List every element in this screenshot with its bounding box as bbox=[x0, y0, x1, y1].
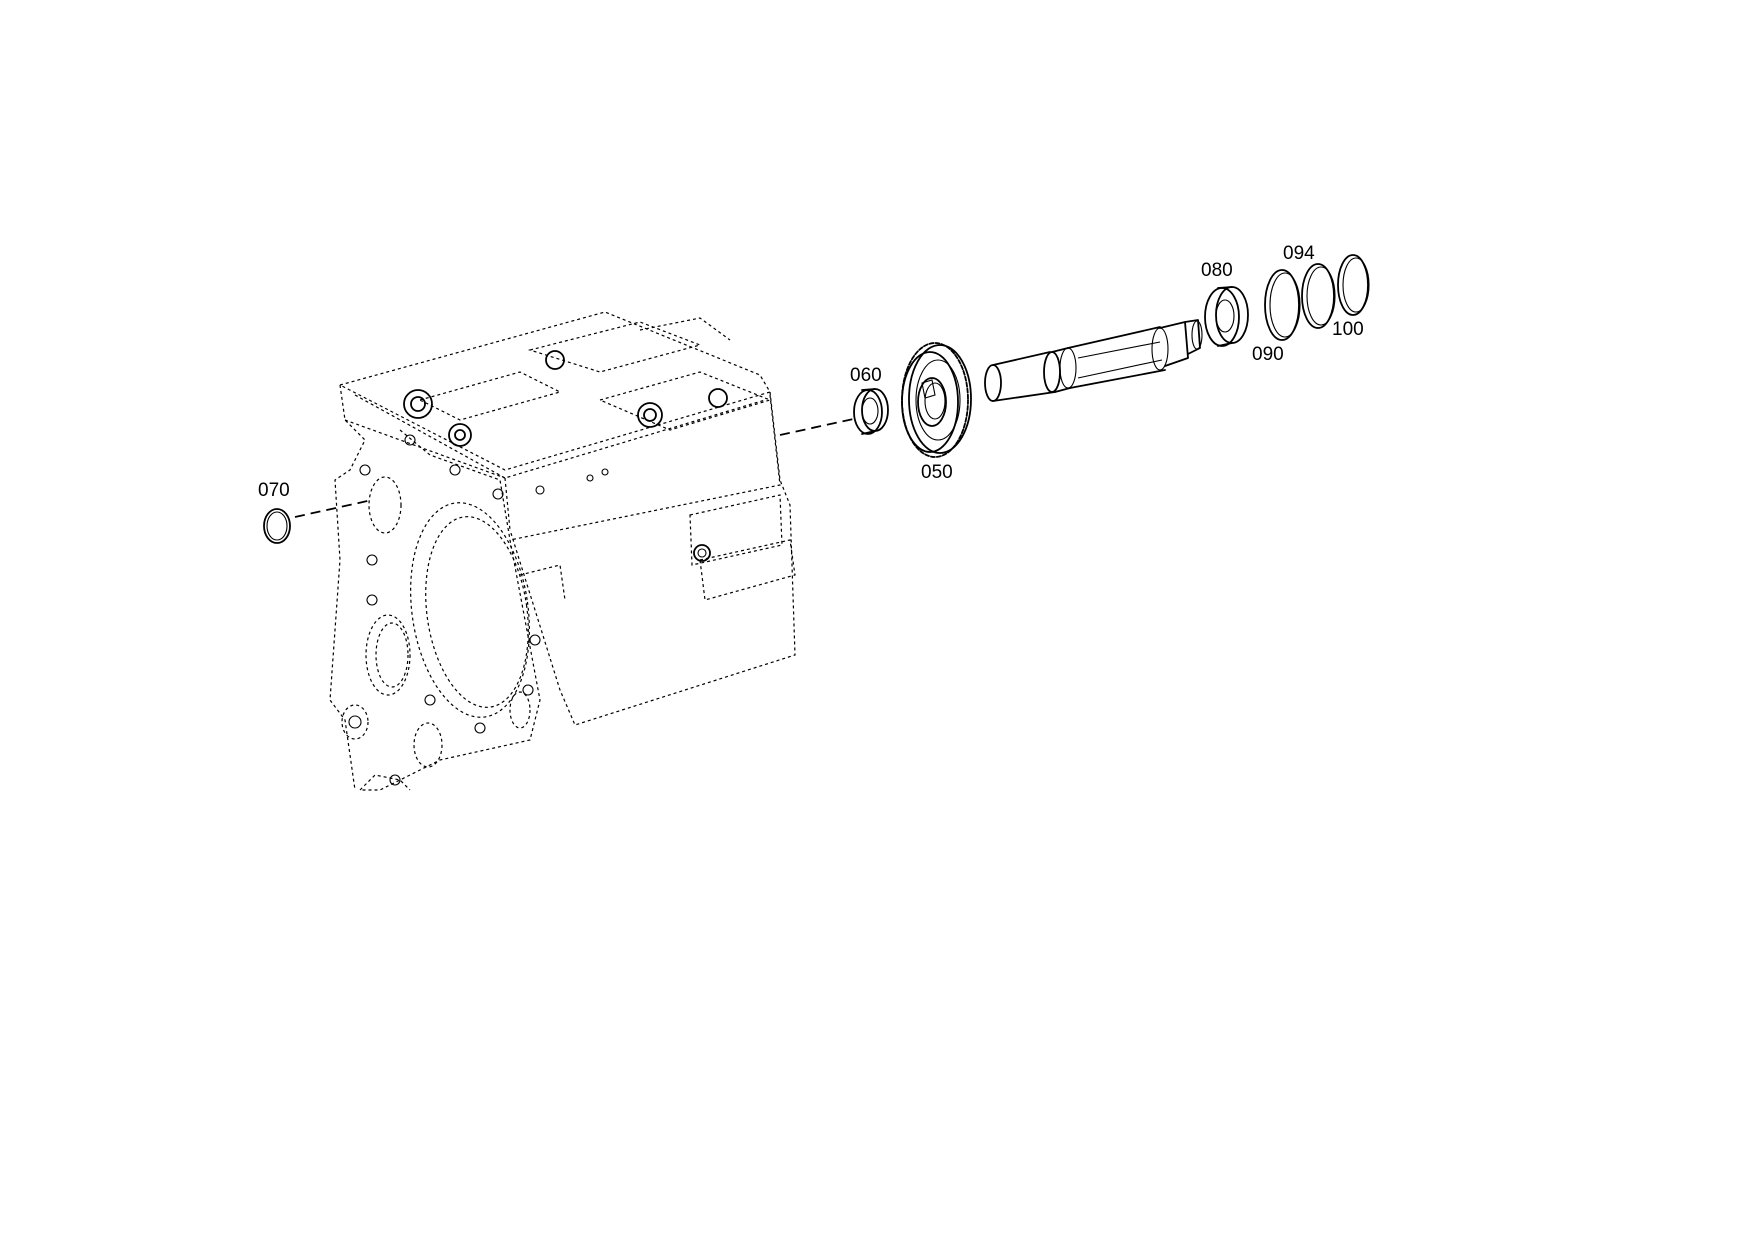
label-100: 100 bbox=[1332, 319, 1364, 340]
part-060-bearing bbox=[853, 388, 889, 435]
axis-line-070 bbox=[294, 499, 373, 518]
part-094-ring bbox=[1301, 263, 1336, 329]
part-090-ring bbox=[1264, 269, 1301, 341]
label-070: 070 bbox=[258, 480, 290, 501]
label-090: 090 bbox=[1252, 344, 1284, 365]
part-070-o-ring bbox=[263, 508, 291, 544]
part-100-snap-ring bbox=[1337, 254, 1370, 316]
part-050-gear bbox=[901, 342, 972, 458]
label-094: 094 bbox=[1283, 243, 1315, 264]
label-050: 050 bbox=[921, 462, 953, 483]
part-080-bearing bbox=[1204, 286, 1249, 347]
shaft bbox=[984, 319, 1203, 402]
axis-line-060 bbox=[779, 417, 859, 436]
label-060: 060 bbox=[850, 365, 882, 386]
housing bbox=[329, 311, 796, 791]
label-080: 080 bbox=[1201, 260, 1233, 281]
